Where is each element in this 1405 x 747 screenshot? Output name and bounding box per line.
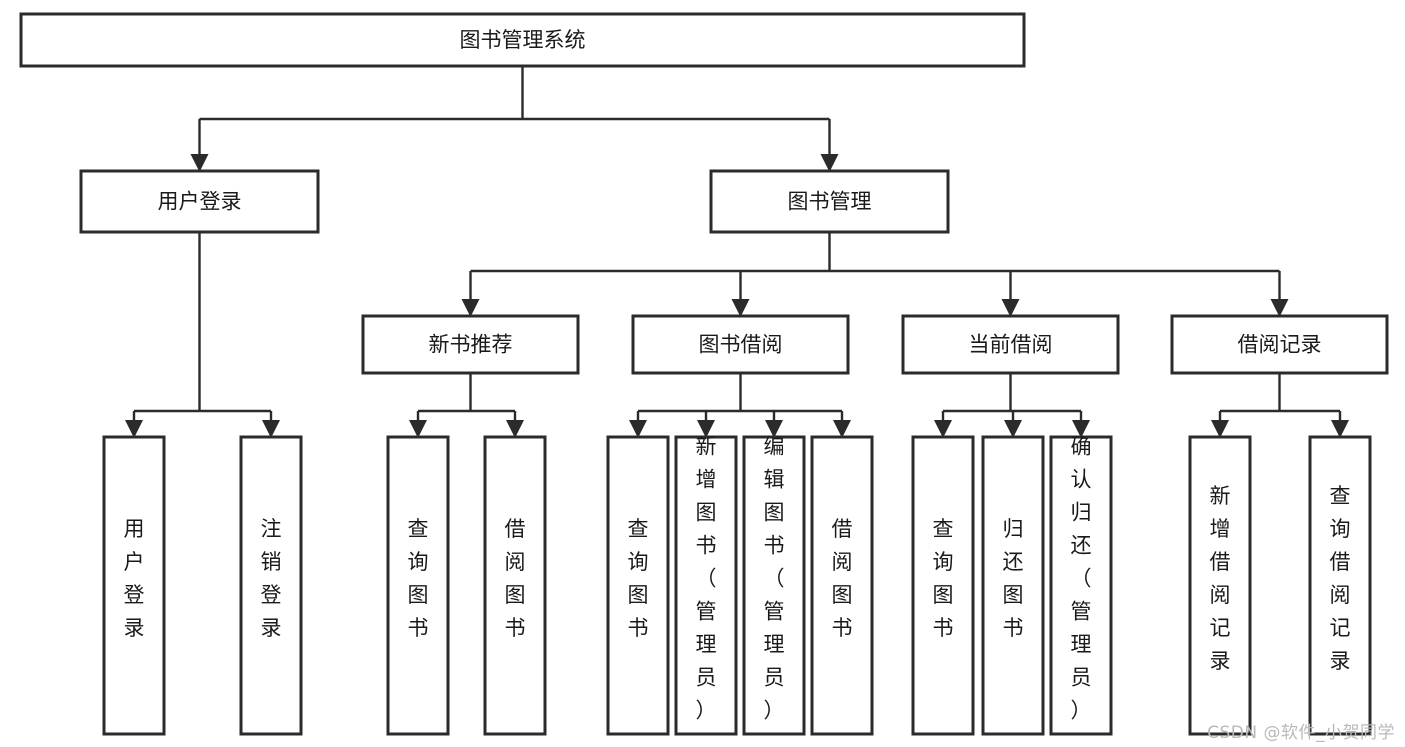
leaf-node[interactable]: 归还图书 <box>981 435 1045 736</box>
level3-node[interactable]: 新书推荐 <box>361 314 580 375</box>
leaf-node[interactable]: 用户登录 <box>102 435 166 736</box>
node-box[interactable] <box>1308 435 1372 736</box>
leaf-node[interactable]: 新增借阅记录 <box>1188 435 1252 736</box>
node-box[interactable] <box>742 435 806 736</box>
node-box[interactable] <box>386 435 450 736</box>
level3-node[interactable]: 借阅记录 <box>1170 314 1389 375</box>
node-box[interactable] <box>239 435 303 736</box>
node-label: 借阅图书 <box>505 517 526 640</box>
node-label: 查询图书 <box>933 517 954 640</box>
node-label: 查询借阅记录 <box>1330 484 1351 673</box>
root-node[interactable]: 图书管理系统 <box>19 12 1026 68</box>
leaf-node[interactable]: 查询图书 <box>606 435 670 736</box>
leaf-node[interactable]: 借阅图书 <box>810 435 874 736</box>
node-label: 用户登录 <box>158 190 242 214</box>
leaf-node[interactable]: 新增图书（管理员） <box>674 435 738 736</box>
node-box[interactable] <box>674 435 738 736</box>
level3-node[interactable]: 当前借阅 <box>901 314 1120 375</box>
node-box[interactable] <box>19 12 1026 68</box>
node-box[interactable] <box>1188 435 1252 736</box>
node-label: 用户登录 <box>124 517 145 640</box>
node-label: 借阅图书 <box>832 517 853 640</box>
node-label: 编辑图书（管理员） <box>764 435 785 723</box>
node-box[interactable] <box>1049 435 1113 736</box>
node-box[interactable] <box>981 435 1045 736</box>
connector-lines <box>125 66 1349 438</box>
node-label: 归还图书 <box>1003 517 1024 640</box>
node-box[interactable] <box>102 435 166 736</box>
leaf-node[interactable]: 查询图书 <box>386 435 450 736</box>
node-box[interactable] <box>709 169 950 234</box>
node-box[interactable] <box>361 314 580 375</box>
leaf-node[interactable]: 编辑图书（管理员） <box>742 435 806 736</box>
node-box[interactable] <box>606 435 670 736</box>
node-box[interactable] <box>810 435 874 736</box>
leaf-node[interactable]: 确认归还（管理员） <box>1049 435 1113 736</box>
level2-node[interactable]: 用户登录 <box>79 169 320 234</box>
node-label: 图书管理 <box>788 190 872 214</box>
leaf-node[interactable]: 借阅图书 <box>483 435 547 736</box>
node-box[interactable] <box>901 314 1120 375</box>
level2-node[interactable]: 图书管理 <box>709 169 950 234</box>
node-label: 新增图书（管理员） <box>696 435 717 723</box>
leaf-node[interactable]: 注销登录 <box>239 435 303 736</box>
node-box[interactable] <box>483 435 547 736</box>
node-boxes: 图书管理系统用户登录图书管理新书推荐图书借阅当前借阅借阅记录用户登录注销登录查询… <box>19 12 1389 736</box>
node-label: 查询图书 <box>408 517 429 640</box>
leaf-node[interactable]: 查询图书 <box>911 435 975 736</box>
node-box[interactable] <box>79 169 320 234</box>
node-box[interactable] <box>631 314 850 375</box>
csdn-watermark: CSDN @软件_小贺同学 <box>1207 723 1395 743</box>
node-label: 注销登录 <box>261 517 282 640</box>
node-label: 当前借阅 <box>969 333 1053 357</box>
node-box[interactable] <box>1170 314 1389 375</box>
node-box[interactable] <box>911 435 975 736</box>
node-label: 图书管理系统 <box>460 28 586 52</box>
level3-node[interactable]: 图书借阅 <box>631 314 850 375</box>
node-label: 查询图书 <box>628 517 649 640</box>
node-label: 图书借阅 <box>699 333 783 357</box>
node-label: 新书推荐 <box>429 333 513 357</box>
node-label: 确认归还（管理员） <box>1071 435 1092 723</box>
node-label: 借阅记录 <box>1238 333 1322 357</box>
leaf-node[interactable]: 查询借阅记录 <box>1308 435 1372 736</box>
node-label: 新增借阅记录 <box>1210 484 1231 673</box>
